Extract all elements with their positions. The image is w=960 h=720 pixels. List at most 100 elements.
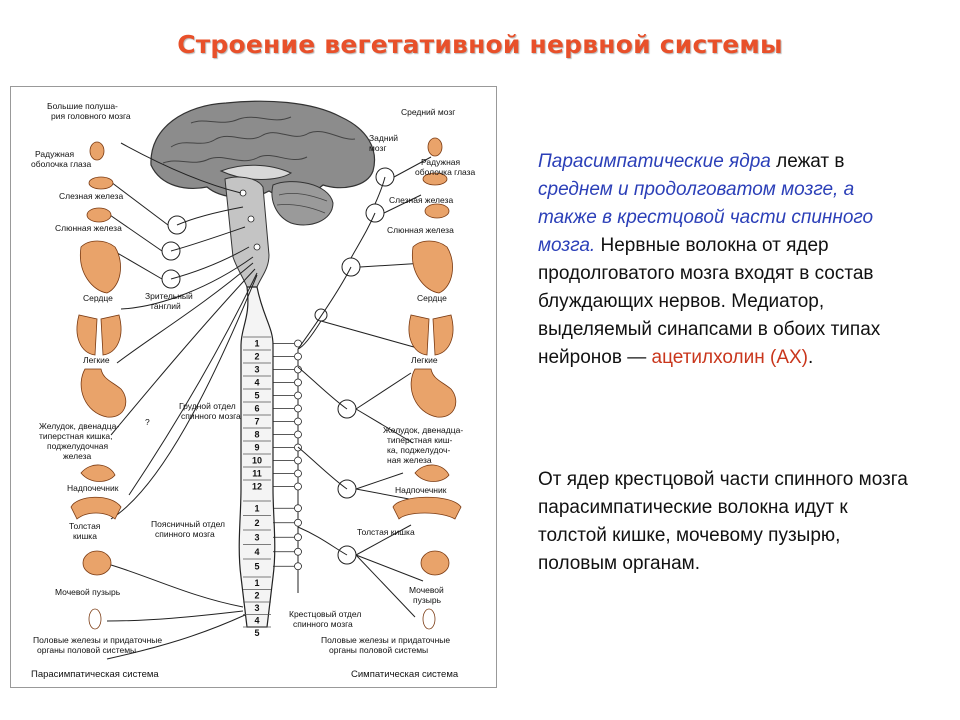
- svg-text:типерстная киш-: типерстная киш-: [387, 435, 453, 445]
- label-salivary: Слюнная железа: [387, 225, 454, 235]
- svg-text:органы половой системы: органы половой системы: [37, 645, 136, 655]
- colon-icon: [393, 497, 461, 519]
- segment-number: 6: [254, 403, 259, 413]
- colon-icon: [71, 497, 121, 519]
- label-iris: Радужная: [35, 149, 75, 159]
- label-midbrain: Средний мозг: [401, 107, 455, 117]
- bladder-icon: [421, 551, 449, 575]
- question-mark: ?: [145, 417, 150, 427]
- segment-number: 12: [252, 481, 262, 491]
- chain-ganglion: [295, 563, 302, 570]
- chain-ganglion: [295, 483, 302, 490]
- label-iris: Радужная: [421, 157, 461, 167]
- brain-illustration: [151, 101, 375, 287]
- segment-number: 3: [254, 364, 259, 374]
- label-adrenal: Надпочечник: [395, 485, 447, 495]
- chain-ganglion: [295, 505, 302, 512]
- chain-ganglion: [295, 470, 302, 477]
- label-parasympathetic-system: Парасимпатическая система: [31, 669, 159, 680]
- label-stomach: Желудок, двенадца-: [383, 425, 463, 435]
- label-salivary: Слюнная железа: [55, 223, 122, 233]
- sympathetic-chain: [273, 340, 302, 593]
- label-gonads: Половые железы и придаточные: [33, 635, 162, 645]
- chain-ganglion: [295, 418, 302, 425]
- slide-title: Строение вегетативной нервной системы: [0, 30, 960, 59]
- segment-number: 3: [254, 603, 259, 613]
- svg-text:оболочка глаза: оболочка глаза: [31, 159, 92, 169]
- segment-number: 8: [254, 429, 259, 439]
- svg-text:ная железа: ная железа: [387, 455, 432, 465]
- segment-number: 4: [254, 377, 259, 387]
- segment-number: 2: [254, 518, 259, 528]
- svg-text:типерстная кишка,: типерстная кишка,: [39, 431, 113, 441]
- svg-text:железа: железа: [63, 451, 92, 461]
- svg-text:пузырь: пузырь: [413, 595, 442, 605]
- chain-ganglion: [295, 379, 302, 386]
- gonads-icon: [423, 609, 435, 629]
- salivary-gland-icon: [425, 204, 449, 218]
- chain-ganglion: [295, 534, 302, 541]
- organs-left: [71, 142, 126, 629]
- stomach-icon: [81, 369, 126, 417]
- svg-text:рия головного мозга: рия головного мозга: [51, 111, 131, 121]
- svg-text:ка, поджелудоч-: ка, поджелудоч-: [387, 445, 450, 455]
- lungs-icon: [409, 315, 453, 355]
- svg-text:мозг: мозг: [369, 143, 386, 153]
- segment-number: 3: [254, 532, 259, 542]
- label-sacral: Крестцовый отдел: [289, 609, 361, 619]
- svg-text:спинного мозга: спинного мозга: [181, 411, 241, 421]
- svg-text:ганглий: ганглий: [151, 301, 181, 311]
- label-lumbar: Поясничный отдел: [151, 519, 225, 529]
- salivary-gland-icon: [87, 208, 111, 222]
- segment-number: 1: [254, 338, 259, 348]
- label-gonads: Половые железы и придаточные: [321, 635, 450, 645]
- label-sympathetic-system: Симпатическая система: [351, 669, 459, 680]
- segment-number: 10: [252, 455, 262, 465]
- segment-number: 2: [254, 591, 259, 601]
- iris-icon: [428, 138, 442, 156]
- gonads-icon: [89, 609, 101, 629]
- parasympathetic-ganglia: [162, 216, 186, 288]
- label-lacrimal: Слезная железа: [59, 191, 123, 201]
- segment-number: 1: [254, 578, 259, 588]
- iris-icon: [90, 142, 104, 160]
- chain-ganglion: [295, 548, 302, 555]
- label-thoracic: Грудной отдел: [179, 401, 236, 411]
- adrenal-gland-icon: [81, 465, 115, 482]
- description-paragraph-2: От ядер крестцовой части спинного мозга …: [538, 466, 918, 578]
- svg-text:спинного мозга: спинного мозга: [293, 619, 353, 629]
- lacrimal-gland-icon: [89, 177, 113, 189]
- segment-number: 5: [254, 561, 259, 571]
- segment-number: 4: [254, 616, 259, 626]
- label-ciliary-ganglion: Зрительный: [145, 291, 193, 301]
- stomach-icon: [411, 369, 456, 417]
- segment-number: 9: [254, 442, 259, 452]
- segment-number: 5: [254, 390, 259, 400]
- svg-text:оболочка глаза: оболочка глаза: [415, 167, 476, 177]
- label-lungs: Легкие: [411, 355, 438, 365]
- adrenal-gland-icon: [415, 465, 449, 482]
- label-adrenal: Надпочечник: [67, 483, 119, 493]
- svg-text:поджелудочная: поджелудочная: [47, 441, 109, 451]
- heart-icon: [80, 241, 120, 293]
- bladder-icon: [83, 551, 111, 575]
- label-hindbrain: Задний: [369, 133, 398, 143]
- segment-number: 5: [254, 628, 259, 638]
- label-colon: Толстая: [69, 521, 101, 531]
- label-heart: Сердце: [417, 293, 447, 303]
- label-bladder: Мочевой: [409, 585, 444, 595]
- label-colon: Толстая кишка: [357, 527, 415, 537]
- heart-icon: [412, 241, 452, 293]
- label-hemispheres: Большие полуша-: [47, 101, 118, 111]
- chain-ganglion: [295, 392, 302, 399]
- sympathetic-ganglia: [273, 340, 302, 570]
- segment-number: 1: [254, 503, 259, 513]
- description-paragraph-1: Парасимпатические ядра лежат в среднем и…: [538, 148, 918, 372]
- chain-ganglion: [295, 457, 302, 464]
- segment-number: 11: [252, 468, 262, 478]
- parasympathetic-nuclei-term: Парасимпатические ядра: [538, 151, 771, 172]
- segment-number: 4: [254, 547, 259, 557]
